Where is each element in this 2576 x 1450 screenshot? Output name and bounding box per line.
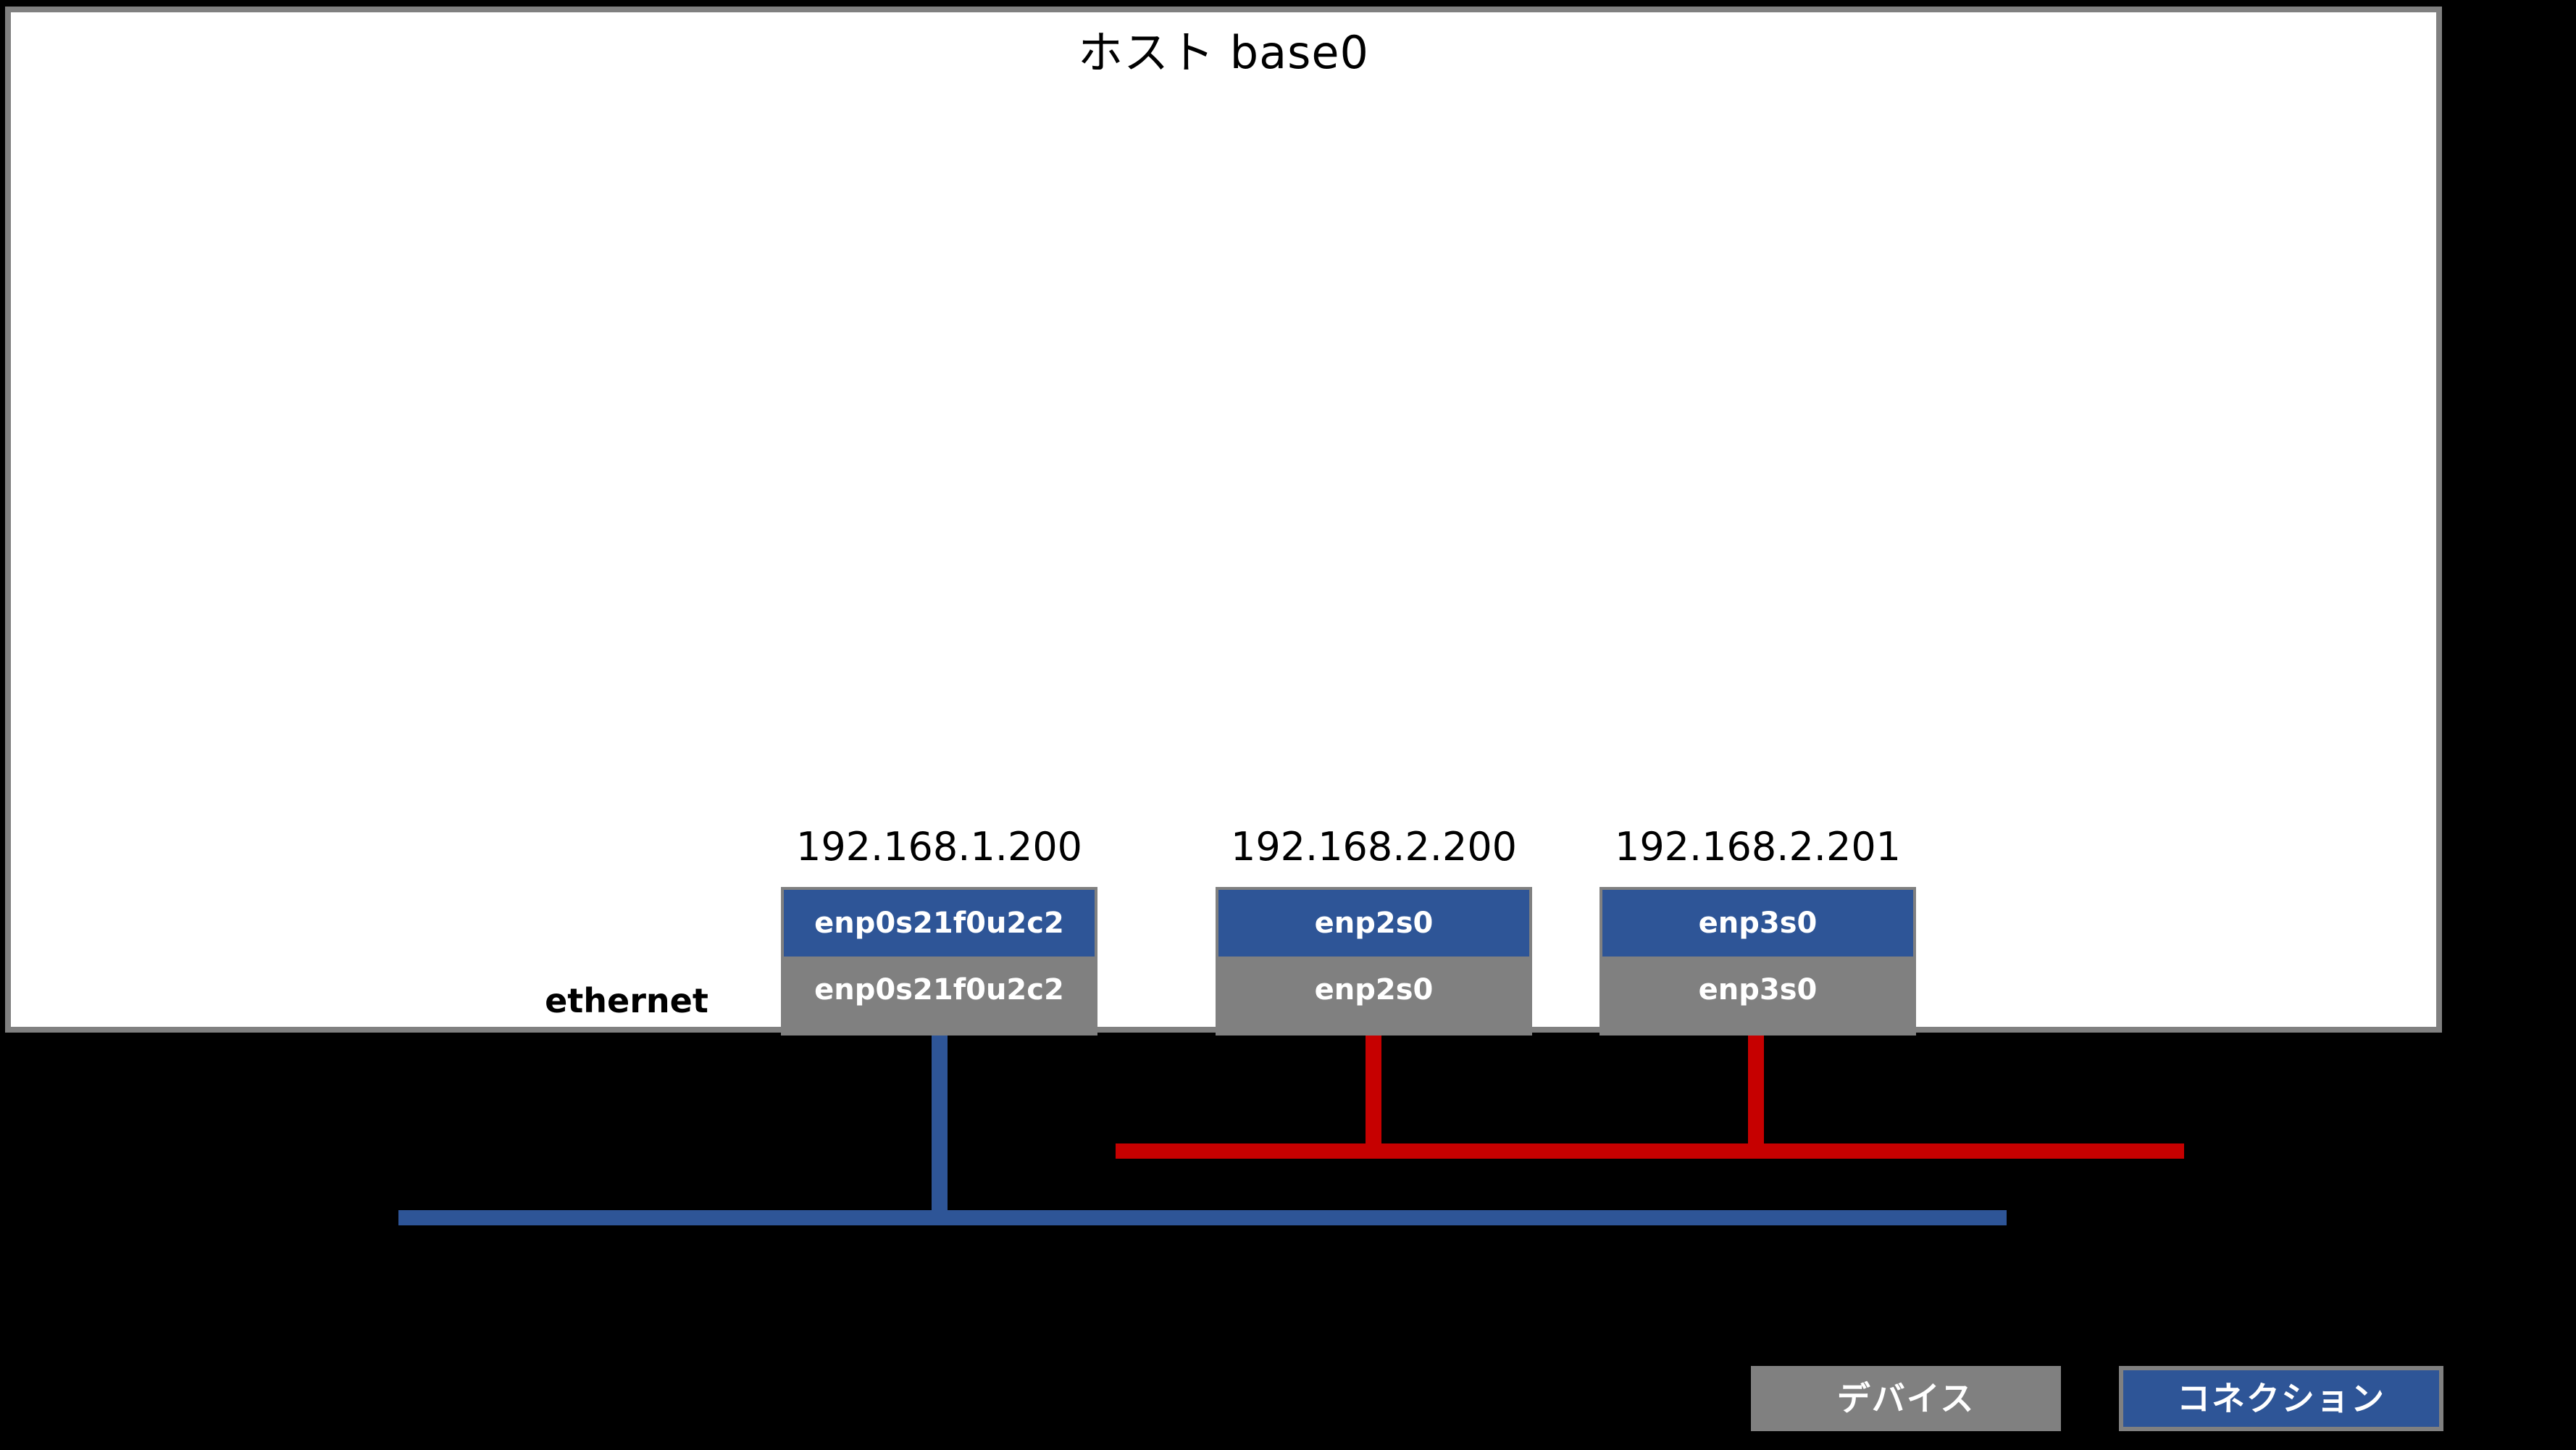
connection-band-2[interactable]: enp3s0 (1602, 890, 1913, 957)
drop-cable-interface-2 (1748, 1036, 1764, 1151)
network-segment-bus-blue (398, 1210, 2007, 1225)
interface-card-2[interactable]: 192.168.2.201 enp3s0 enp3s0 (1599, 824, 1916, 1036)
ethernet-row-label: ethernet (545, 981, 708, 1020)
device-band-2[interactable]: enp3s0 (1602, 957, 1913, 1023)
interface-card-0[interactable]: 192.168.1.200 enp0s21f0u2c2 enp0s21f0u2c… (781, 824, 1097, 1036)
device-band-1[interactable]: enp2s0 (1218, 957, 1529, 1023)
connection-band-0[interactable]: enp0s21f0u2c2 (784, 890, 1095, 957)
drop-cable-interface-1 (1366, 1036, 1381, 1151)
page-title: ホスト base0 (1078, 26, 1369, 79)
ip-address-label-0: 192.168.1.200 (795, 824, 1083, 870)
connection-band-1[interactable]: enp2s0 (1218, 890, 1529, 957)
drop-cable-interface-0 (932, 1036, 948, 1218)
legend-device-button[interactable]: デバイス (1751, 1366, 2061, 1431)
host-panel: ホスト base0 ethernet (5, 7, 2442, 1033)
network-segment-bus-red (1116, 1143, 2184, 1159)
interface-card-1[interactable]: 192.168.2.200 enp2s0 enp2s0 (1216, 824, 1532, 1036)
ip-address-label-1: 192.168.2.200 (1230, 824, 1518, 870)
legend-connection-button[interactable]: コネクション (2119, 1366, 2443, 1431)
device-band-0[interactable]: enp0s21f0u2c2 (784, 957, 1095, 1023)
ip-address-label-2: 192.168.2.201 (1614, 824, 1902, 870)
